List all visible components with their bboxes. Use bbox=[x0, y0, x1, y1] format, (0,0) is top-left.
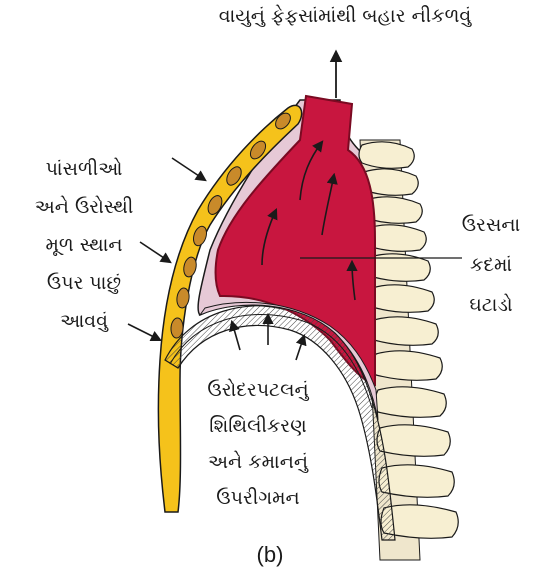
label-ribs-sternum: પાંસળીઓ અને ઉરોસ્થી મૂળ સ્થાન ઉપર પાછું … bbox=[4, 150, 164, 340]
label-line: ઉરોદરપટલનું bbox=[178, 372, 338, 408]
figure-caption: (b) bbox=[240, 542, 300, 568]
label-line: ઉપર પાછું bbox=[4, 264, 164, 302]
label-line: મૂળ સ્થાન bbox=[4, 226, 164, 264]
vertebra bbox=[377, 425, 450, 457]
label-line: આવવું bbox=[4, 302, 164, 340]
label-line: અને ઉરોસ્થી bbox=[4, 188, 164, 226]
vertebra bbox=[369, 285, 434, 313]
label-diaphragm: ઉરોદરપટલનું શિથિલીકરણ અને કમાનનું ઉપરીગમ… bbox=[178, 372, 338, 516]
label-line: શિથિલીકરણ bbox=[178, 408, 338, 444]
vertebra bbox=[373, 351, 442, 381]
vertebra bbox=[375, 387, 446, 418]
label-line: ઘટાડો bbox=[444, 285, 538, 325]
arrow-diagonal-icon bbox=[172, 158, 205, 180]
label-line: અને કમાનનું bbox=[178, 444, 338, 480]
label-line: ઉરસના bbox=[444, 205, 538, 245]
label-thorax-decrease: ઉરસના કદમાં ઘટાડો bbox=[444, 205, 538, 325]
label-line: પાંસળીઓ bbox=[4, 150, 164, 188]
label-line: કદમાં bbox=[444, 245, 538, 285]
label-line: ઉપરીગમન bbox=[178, 480, 338, 516]
arrow-inward-icon bbox=[296, 336, 304, 360]
label-air-out: વાયુનું ફેફસાંમાંથી બહાર નીકળવું bbox=[165, 4, 525, 28]
vertebra bbox=[359, 142, 414, 169]
vertebra bbox=[371, 317, 438, 346]
